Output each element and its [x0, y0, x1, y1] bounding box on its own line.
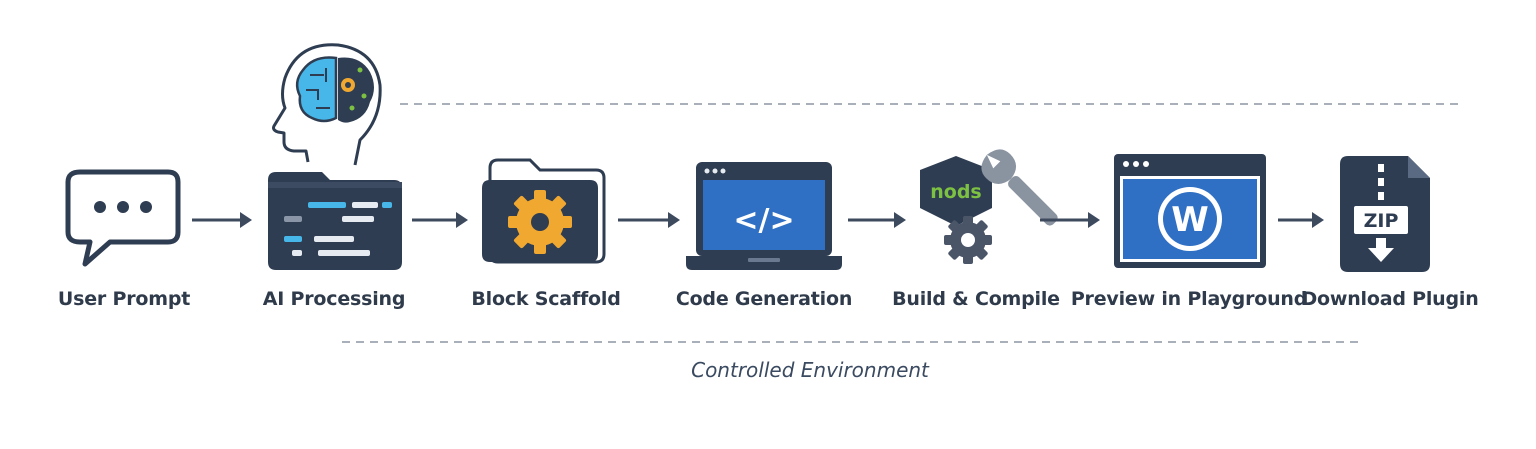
arrow-3	[618, 212, 680, 228]
arrow-5	[1040, 212, 1100, 228]
wordpress-logo: W	[1158, 187, 1222, 251]
step-label-user-prompt: User Prompt	[57, 288, 191, 310]
ai-brain-folder-icon	[268, 43, 402, 270]
controlled-environment-label: Controlled Environment	[691, 358, 929, 382]
step-label-code-generation: Code Generation	[675, 288, 853, 310]
laptop-code-icon: </>	[686, 162, 842, 270]
arrow-4	[848, 212, 906, 228]
arrow-6	[1278, 212, 1324, 228]
step-label-download-plugin: Download Plugin	[1301, 288, 1479, 310]
step-label-block-scaffold: Block Scaffold	[471, 288, 621, 310]
svg-text:W: W	[1171, 200, 1209, 240]
zip-download-icon: ZIP	[1340, 156, 1430, 272]
step-label-ai-processing: AI Processing	[262, 288, 406, 310]
step-label-build-compile: Build & Compile	[892, 288, 1060, 310]
speech-bubble-icon	[65, 169, 181, 267]
step-label-preview-playground: Preview in Playground	[1070, 288, 1308, 310]
nodejs-text: nods	[930, 181, 982, 203]
arrow-1	[192, 212, 252, 228]
folder-gear-icon	[482, 158, 606, 264]
code-symbol: </>	[733, 203, 794, 238]
browser-wordpress-icon: W	[1114, 154, 1266, 268]
zip-text: ZIP	[1364, 210, 1399, 232]
node-wrench-gear-icon: nods	[920, 149, 1058, 264]
arrow-2	[412, 212, 468, 228]
